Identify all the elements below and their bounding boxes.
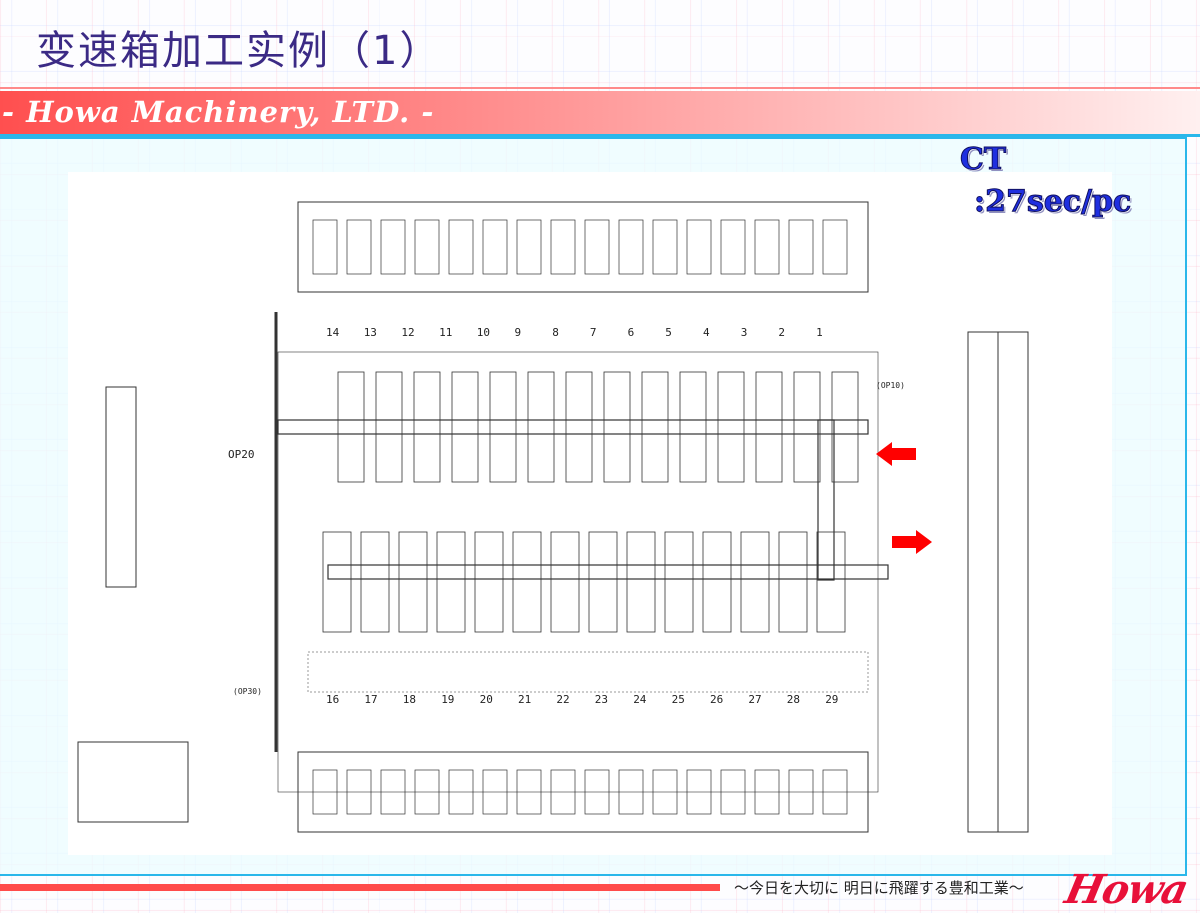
stair-detail	[77, 741, 189, 823]
machining-station	[398, 531, 428, 633]
station-number-label: 8	[552, 326, 559, 339]
station-number-label: 12	[401, 326, 414, 339]
machining-station	[679, 371, 707, 483]
machine-unit	[754, 219, 780, 275]
machining-station	[527, 371, 555, 483]
arrow-right-icon	[892, 530, 932, 554]
machine-unit	[516, 219, 542, 275]
machining-station	[702, 531, 732, 633]
station-number-label: 19	[441, 693, 454, 706]
company-banner: - Howa Machinery, LTD. -	[0, 91, 1200, 137]
howa-logo: Howa	[1061, 866, 1192, 913]
station-number-label: 28	[787, 693, 800, 706]
station-number-label: 17	[364, 693, 377, 706]
op30-label: (OP30)	[233, 687, 262, 696]
station-number-label: 10	[477, 326, 490, 339]
machine-unit	[550, 219, 576, 275]
machining-station	[337, 371, 365, 483]
machining-station	[489, 371, 517, 483]
machining-station	[550, 531, 580, 633]
machining-station	[512, 531, 542, 633]
arrow-left-icon	[876, 442, 916, 466]
conveyor-area	[307, 651, 869, 693]
machining-station	[588, 531, 618, 633]
upper-transfer-line	[277, 419, 869, 435]
machining-station	[641, 371, 669, 483]
machining-station	[474, 531, 504, 633]
upper-elevation-view	[297, 201, 869, 293]
machining-station	[717, 371, 745, 483]
machining-station	[816, 531, 846, 633]
machine-unit	[482, 219, 508, 275]
cross-transfer	[817, 419, 835, 581]
footer-bar	[0, 884, 720, 891]
station-number-label: 4	[703, 326, 710, 339]
station-number-label: 21	[518, 693, 531, 706]
machining-station	[451, 371, 479, 483]
lower-transfer-line	[327, 564, 889, 580]
machining-station	[778, 531, 808, 633]
station-number-label: 5	[665, 326, 672, 339]
machining-station	[603, 371, 631, 483]
left-side-view	[105, 386, 137, 588]
station-number-label: 26	[710, 693, 723, 706]
slide-title: 变速箱加工实例（1）	[36, 28, 442, 74]
machine-unit	[652, 219, 678, 275]
op20-label: OP20	[228, 448, 255, 461]
station-number-label: 9	[515, 326, 522, 339]
machine-unit	[312, 219, 338, 275]
station-number-label: 13	[364, 326, 377, 339]
machine-unit	[414, 219, 440, 275]
machining-station	[565, 371, 593, 483]
machine-unit	[686, 219, 712, 275]
footer-slogan: ～今日を大切に 明日に飛躍する豊和工業～	[734, 879, 1024, 897]
machining-station	[626, 531, 656, 633]
company-name: - Howa Machinery, LTD. -	[2, 95, 435, 129]
station-number-label: 2	[778, 326, 785, 339]
cycle-time-label: CT	[959, 142, 1007, 178]
machine-unit	[448, 219, 474, 275]
station-number-label: 25	[672, 693, 685, 706]
machine-unit	[584, 219, 610, 275]
station-number-label: 23	[595, 693, 608, 706]
station-number-label: 14	[326, 326, 340, 339]
machine-unit	[822, 219, 848, 275]
machine-unit	[346, 219, 372, 275]
machining-station	[740, 531, 770, 633]
machining-station	[322, 531, 352, 633]
station-number-label: 16	[326, 693, 339, 706]
machining-station	[436, 531, 466, 633]
machining-station	[413, 371, 441, 483]
machine-unit	[788, 219, 814, 275]
station-number-label: 18	[403, 693, 416, 706]
machining-station	[793, 371, 821, 483]
machining-station	[664, 531, 694, 633]
station-number-label: 1	[816, 326, 823, 339]
station-number-label: 6	[628, 326, 635, 339]
station-number-label: 24	[633, 693, 647, 706]
machining-station	[831, 371, 859, 483]
op10-label: (OP10)	[876, 381, 905, 390]
cycle-time-value: :27sec/pc	[973, 184, 1132, 220]
station-number-label: 11	[439, 326, 452, 339]
station-number-label: 7	[590, 326, 597, 339]
plan-outline	[277, 351, 879, 793]
machine-unit	[380, 219, 406, 275]
machine-unit	[618, 219, 644, 275]
machine-unit	[720, 219, 746, 275]
machining-station	[375, 371, 403, 483]
banner-divider	[0, 87, 1200, 89]
station-number-label: 3	[741, 326, 748, 339]
station-number-label: 29	[825, 693, 838, 706]
machining-station	[755, 371, 783, 483]
station-number-label: 22	[556, 693, 569, 706]
machining-station	[360, 531, 390, 633]
station-number-label: 27	[748, 693, 761, 706]
station-number-label: 20	[480, 693, 493, 706]
